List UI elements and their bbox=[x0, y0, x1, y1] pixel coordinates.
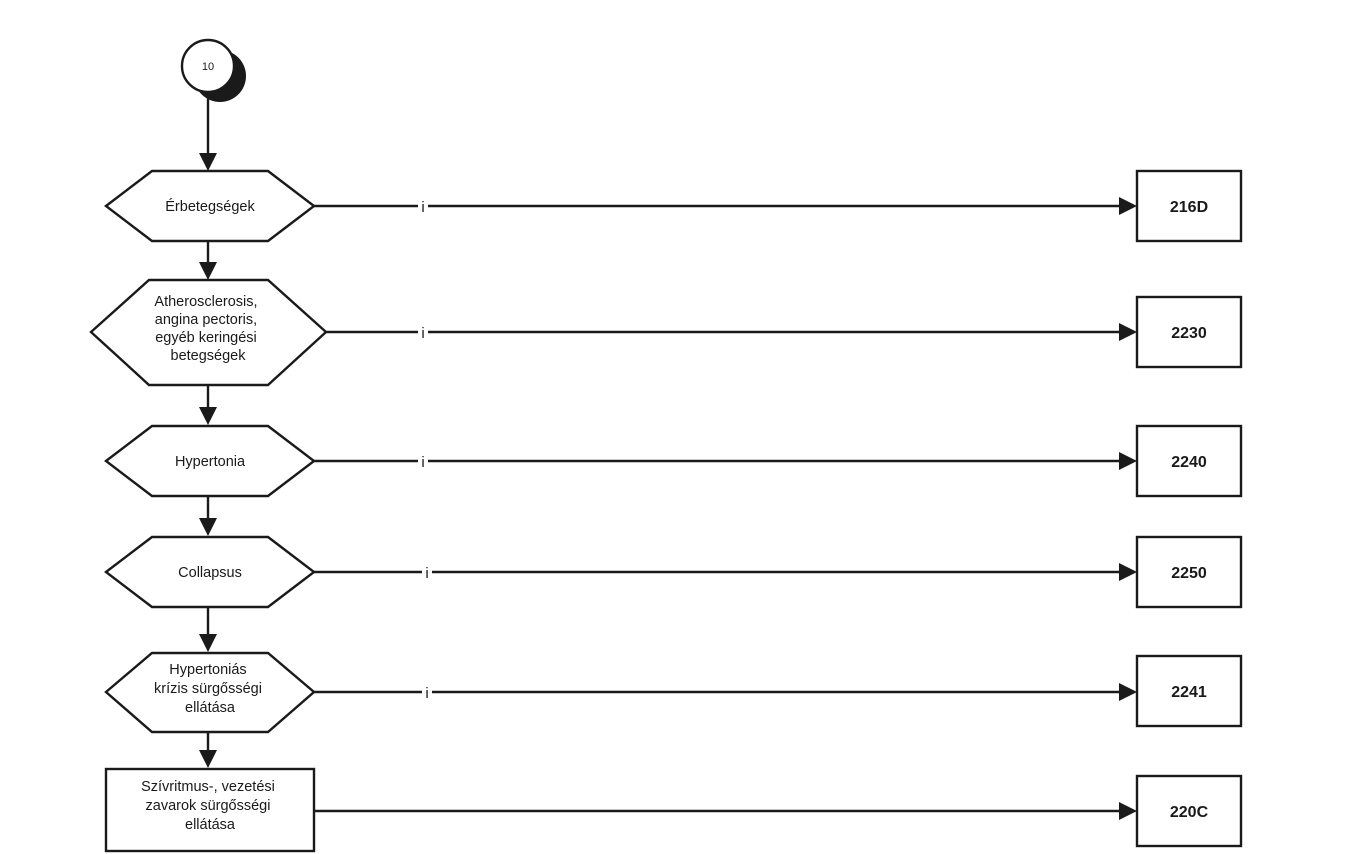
process-box bbox=[104, 767, 316, 853]
node-hypertonias-krizis: Hypertoniás krízis sürgősségi ellátása i… bbox=[104, 651, 1243, 734]
flow-arrowhead-node5 bbox=[199, 634, 217, 652]
flow-arrowhead-node4 bbox=[199, 518, 217, 536]
target-box bbox=[1135, 424, 1243, 498]
edge-label-i: i bbox=[421, 199, 424, 216]
target-box bbox=[1135, 295, 1243, 369]
edge-label-i: i bbox=[421, 454, 424, 471]
node-label: Atherosclerosis, angina pectoris, egyéb … bbox=[154, 294, 261, 364]
target-code: 2241 bbox=[1171, 684, 1207, 701]
node-label: Hypertoniás krízis sürgősségi ellátása bbox=[154, 662, 266, 716]
target-code: 2250 bbox=[1171, 565, 1207, 582]
edge-label-i: i bbox=[425, 565, 428, 582]
edge-arrowhead bbox=[1119, 197, 1137, 215]
target-code: 2240 bbox=[1171, 454, 1207, 471]
flow-arrowhead-node3 bbox=[199, 407, 217, 425]
node-atherosclerosis: Atherosclerosis, angina pectoris, egyéb … bbox=[89, 278, 1243, 387]
flow-arrowhead-node1 bbox=[199, 153, 217, 171]
target-box bbox=[1135, 654, 1243, 728]
start-connector-label: 10 bbox=[202, 61, 214, 73]
target-code: 220C bbox=[1170, 804, 1209, 821]
edge-arrowhead bbox=[1119, 563, 1137, 581]
node-label: Hypertonia bbox=[175, 454, 246, 470]
node-label: Szívritmus-, vezetési zavarok sürgősségi… bbox=[141, 779, 279, 833]
flow-arrowhead-node2 bbox=[199, 262, 217, 280]
node-szivritmus: Szívritmus-, vezetési zavarok sürgősségi… bbox=[104, 767, 1243, 853]
target-box bbox=[1135, 774, 1243, 848]
node-hypertonia: Hypertonia i 2240 bbox=[104, 424, 1243, 498]
flow-arrowhead-node6 bbox=[199, 750, 217, 768]
target-code: 2230 bbox=[1171, 325, 1207, 342]
vertical-flow bbox=[199, 92, 217, 768]
target-code: 216D bbox=[1170, 199, 1208, 216]
edge-label-i: i bbox=[421, 325, 424, 342]
node-collapsus: Collapsus i 2250 bbox=[104, 535, 1243, 609]
node-erbetegsegek: Érbetegségek i 216D bbox=[104, 169, 1243, 243]
edge-label-i: i bbox=[425, 685, 428, 702]
target-box bbox=[1135, 535, 1243, 609]
start-connector: 10 bbox=[180, 38, 246, 102]
edge-arrowhead bbox=[1119, 802, 1137, 820]
node-label: Collapsus bbox=[178, 565, 242, 581]
edge-arrowhead bbox=[1119, 683, 1137, 701]
node-label: Érbetegségek bbox=[165, 198, 255, 215]
target-box bbox=[1135, 169, 1243, 243]
edge-arrowhead bbox=[1119, 452, 1137, 470]
edge-arrowhead bbox=[1119, 323, 1137, 341]
